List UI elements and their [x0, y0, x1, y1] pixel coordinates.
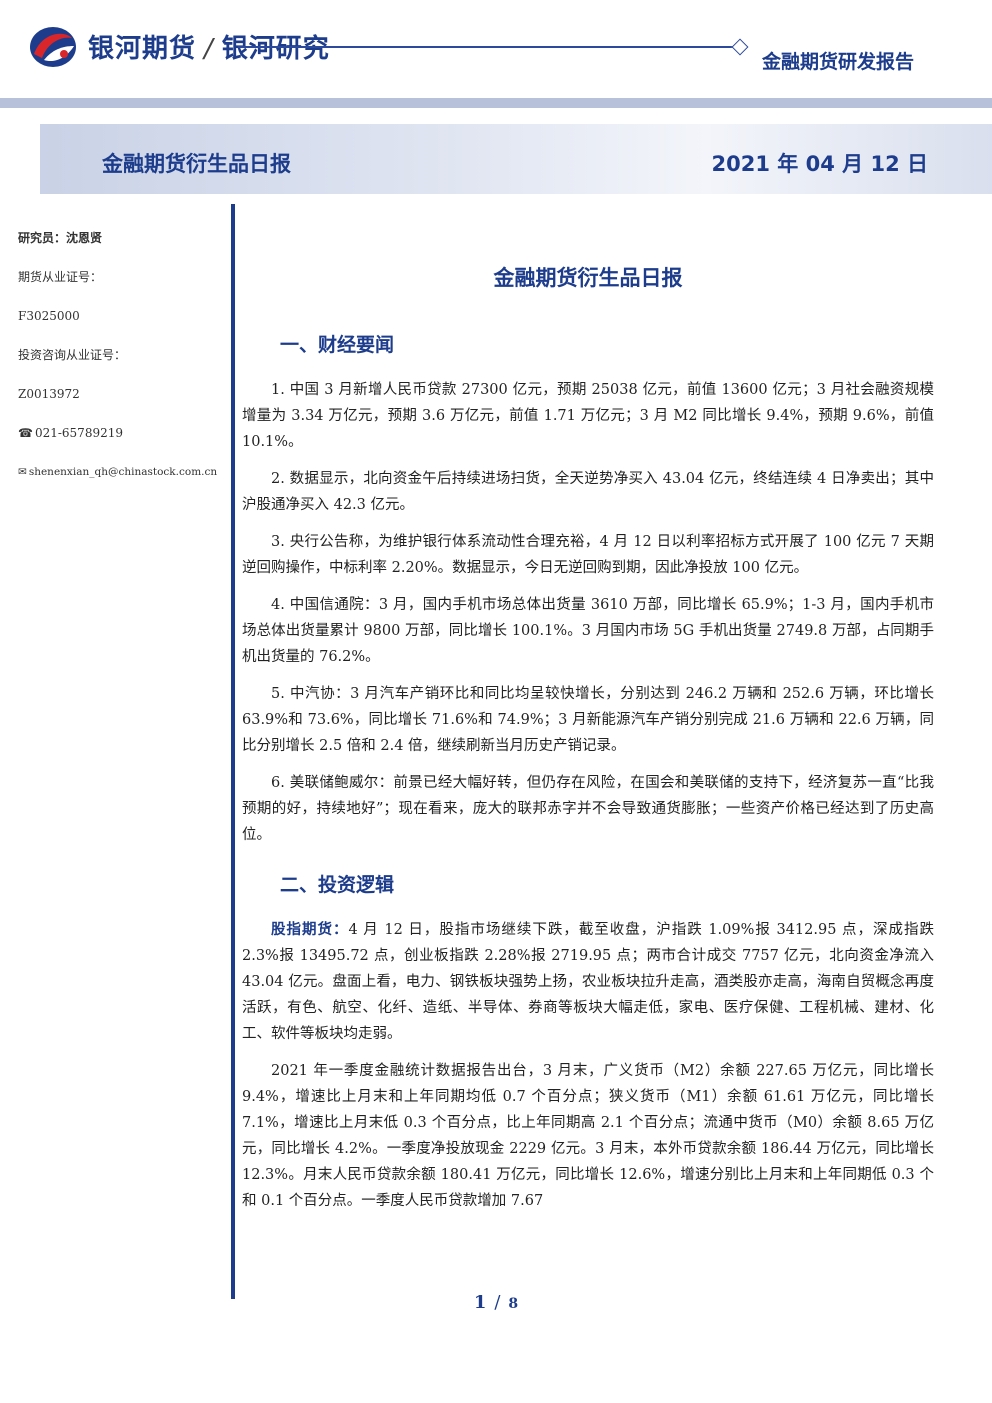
consult-number: Z0013972 [18, 387, 80, 401]
phone-line: ☎021-65789219 [18, 423, 228, 462]
header-divider [238, 46, 738, 48]
email-line[interactable]: ✉shenenxian_qh@chinastock.com.cn [18, 462, 228, 501]
main-content: 金融期货衍生品日报 一、财经要闻 1. 中国 3 月新增人民币贷款 27300 … [242, 262, 934, 1225]
analyst-sidebar: 研究员：沈恩贤 期货从业证号： F3025000 投资咨询从业证号： Z0013… [18, 228, 228, 501]
page-separator: / [494, 1292, 501, 1313]
document-title: 金融期货衍生品日报 [493, 266, 683, 290]
page-current: 1 [473, 1292, 487, 1313]
phone-number: 021-65789219 [34, 426, 123, 440]
brand-name: 银河期货/银河研究 [88, 28, 330, 65]
news-item-4: 4. 中国信通院：3 月，国内手机市场总体出货量 3610 万部，同比增长 65… [242, 597, 934, 665]
header-bar [0, 98, 992, 108]
section-heading-logic: 二、投资逻辑 [280, 874, 395, 896]
page-number: 1 / 8 [0, 1292, 992, 1313]
news-item-6: 6. 美联储鲍威尔：前景已经大幅好转，但仍存在风险，在国会和美联储的支持下，经济… [242, 775, 934, 843]
envelope-icon: ✉ [18, 466, 27, 478]
galaxy-logo-icon [30, 27, 76, 67]
email-address[interactable]: shenenxian_qh@chinastock.com.cn [28, 466, 218, 478]
analyst-name: 研究员：沈恩贤 [18, 231, 103, 245]
page-header: 银河期货/银河研究 金融期货研发报告 [0, 0, 992, 108]
license-label: 期货从业证号： [18, 270, 103, 284]
logic-text-1: 4 月 12 日，股指市场继续下跌，截至收盘，沪指跌 1.09%报 3412.9… [242, 922, 934, 1042]
consult-label: 投资咨询从业证号： [18, 348, 127, 362]
license-number: F3025000 [18, 309, 80, 323]
report-type: 金融期货研发报告 [762, 51, 915, 73]
news-item-2: 2. 数据显示，北向资金午后持续进场扫货，全天逆势净买入 43.04 亿元，终结… [242, 471, 934, 513]
diamond-icon [731, 38, 749, 56]
brand-left: 银河期货 [88, 34, 197, 64]
logic-paragraph-1: 股指期货：4 月 12 日，股指市场继续下跌，截至收盘，沪指跌 1.09%报 3… [242, 917, 934, 1047]
news-item-1: 1. 中国 3 月新增人民币贷款 27300 亿元，预期 25038 亿元，前值… [242, 382, 934, 450]
logic-lead: 股指期货： [271, 922, 349, 938]
brand-right: 银河研究 [221, 34, 330, 64]
sidebar-divider [231, 204, 235, 1299]
section-heading-news: 一、财经要闻 [280, 334, 395, 356]
phone-icon: ☎ [18, 426, 33, 440]
banner-title: 金融期货衍生品日报 [102, 152, 291, 176]
news-item-3: 3. 央行公告称，为维护银行体系流动性合理充裕，4 月 12 日以利率招标方式开… [242, 534, 934, 576]
logic-paragraph-2: 2021 年一季度金融统计数据报告出台，3 月末，广义货币（M2）余额 227.… [242, 1063, 934, 1209]
banner-date: 2021 年 04 月 12 日 [711, 152, 928, 176]
news-item-5: 5. 中汽协：3 月汽车产销环比和同比均呈较快增长，分别达到 246.2 万辆和… [242, 686, 934, 754]
brand-slash: / [204, 34, 214, 64]
page-total: 8 [508, 1296, 519, 1312]
title-banner: 金融期货衍生品日报 2021 年 04 月 12 日 [40, 124, 992, 194]
